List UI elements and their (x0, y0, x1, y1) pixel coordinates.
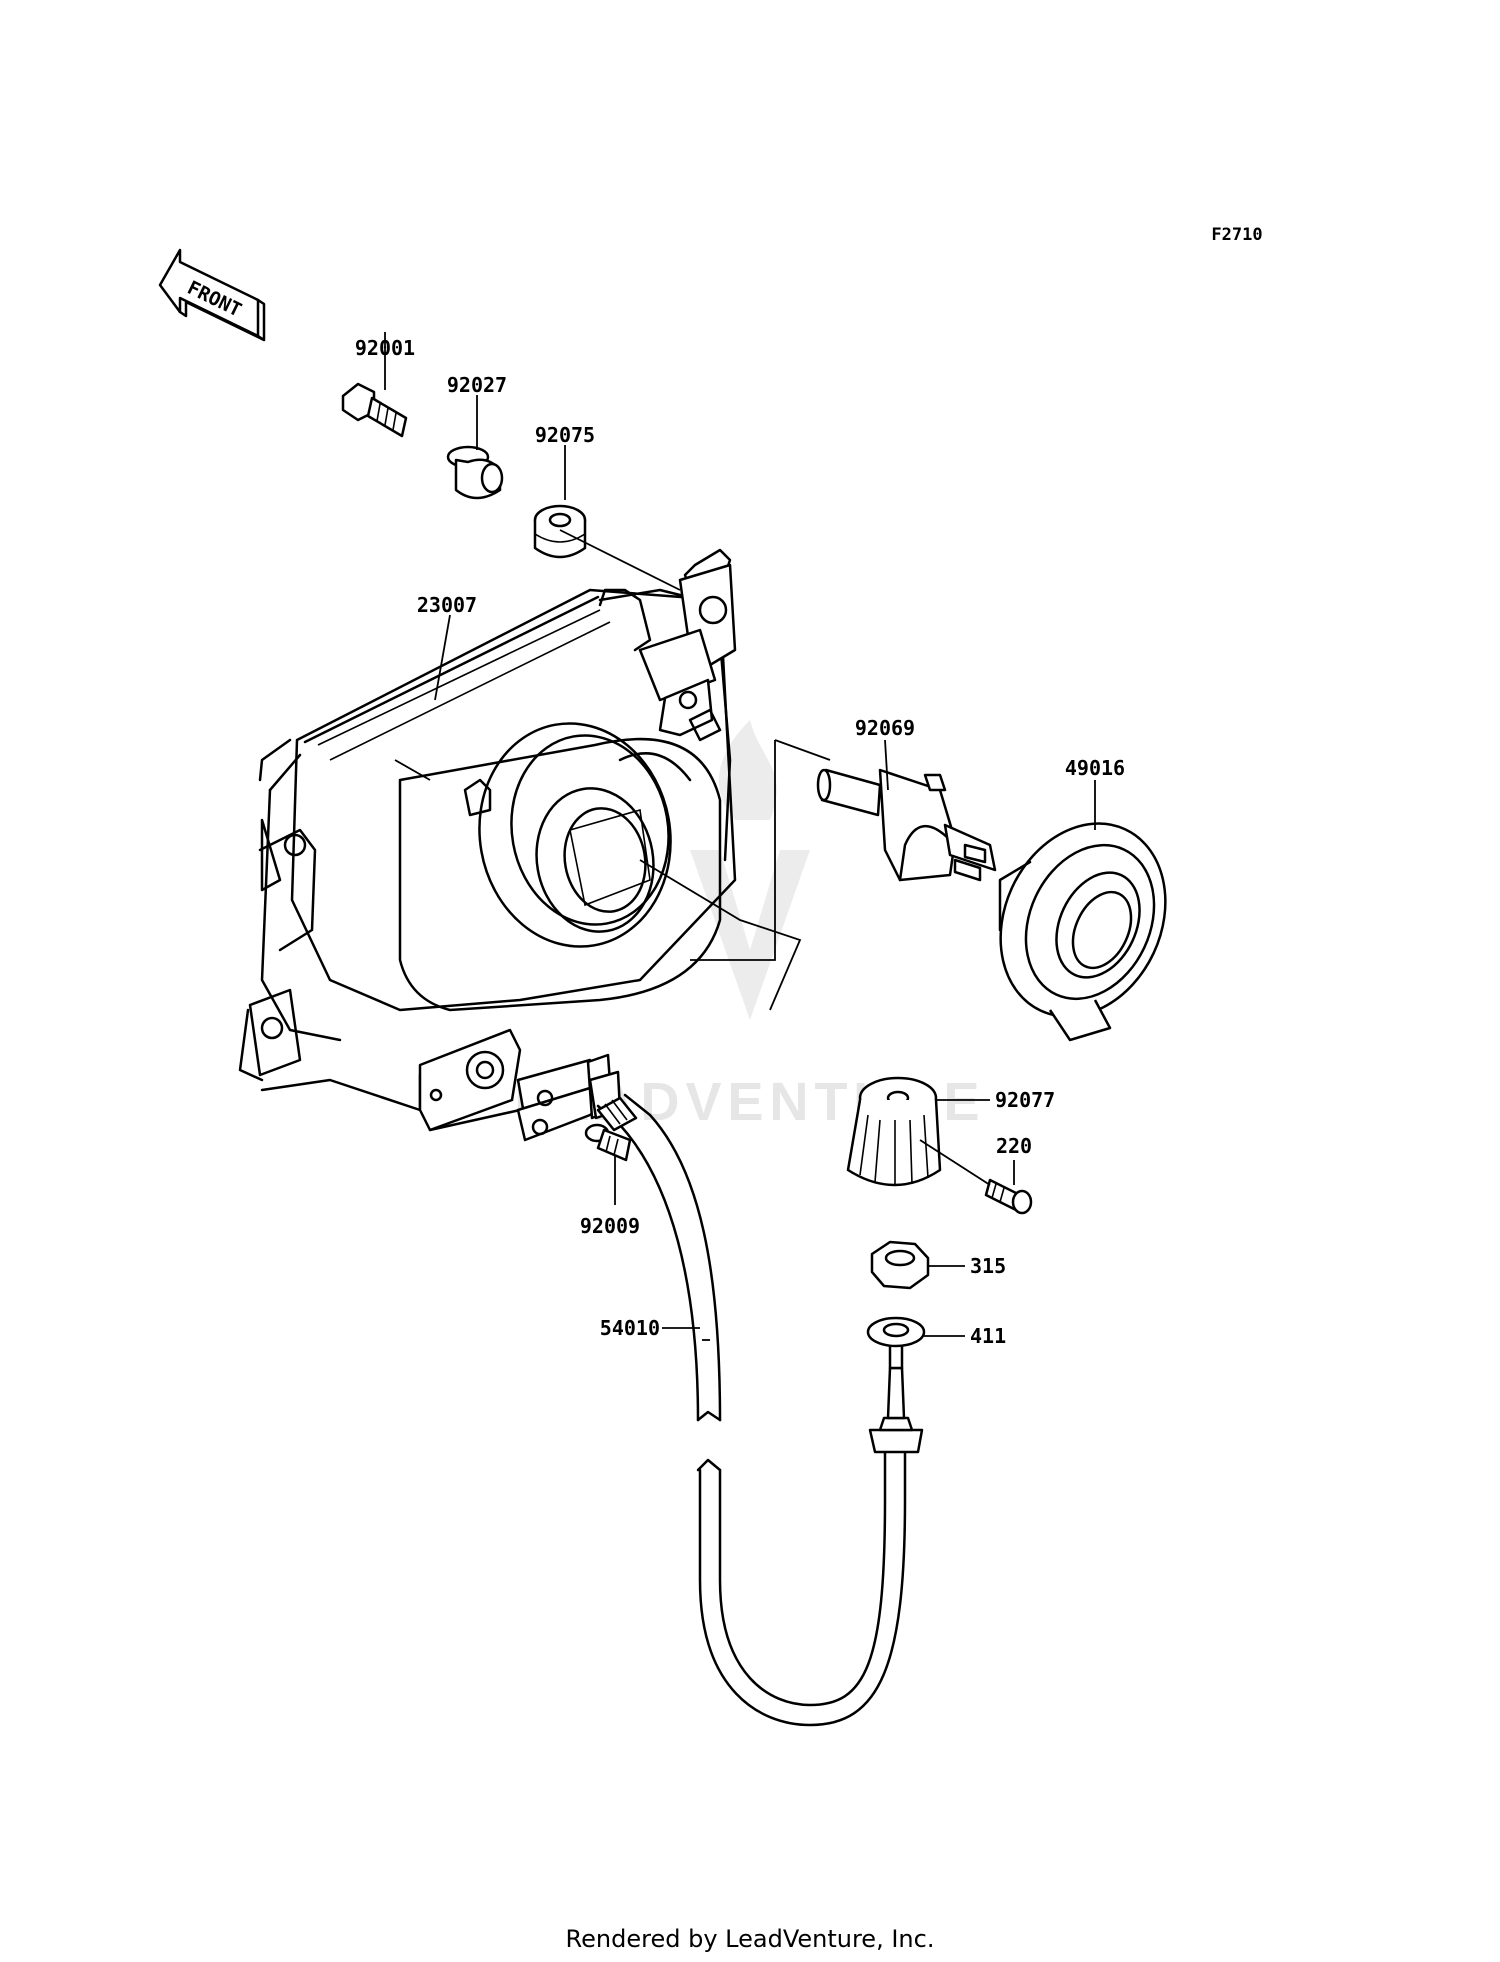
screw-92009-icon (584, 1123, 632, 1162)
leader-92069-bulb (774, 739, 831, 761)
leader-92069 (884, 739, 889, 791)
nut-315-icon (870, 1240, 930, 1290)
dust-cover-49016-icon (998, 822, 1167, 1042)
footer-credit: Rendered by LeadVenture, Inc. (565, 1925, 935, 1953)
part-label-23007: 23007 (417, 593, 477, 617)
cable-clamp-icon (516, 1053, 622, 1142)
leader-23007 (434, 614, 451, 701)
leader-92069-path (690, 740, 776, 961)
cable-54010-icon (596, 1093, 924, 1727)
bolt-92001-icon (341, 382, 408, 438)
collar-92027-icon (446, 445, 504, 500)
part-label-315: 315 (970, 1254, 1006, 1278)
part-label-92001: 92001 (355, 336, 415, 360)
screw-220-icon (984, 1178, 1033, 1215)
cap-92077-icon (846, 1076, 942, 1187)
leader-220 (919, 1139, 991, 1186)
front-arrow-icon: FRONT (158, 248, 266, 342)
part-label-49016: 49016 (1065, 756, 1125, 780)
grommet-92075-icon (533, 504, 587, 559)
diagram-code: F2710 (1211, 225, 1262, 245)
headlight-housing-23007-icon (238, 548, 737, 1132)
part-label-220: 220 (996, 1134, 1032, 1158)
part-label-92077: 92077 (995, 1088, 1055, 1112)
leader-92075 (559, 529, 681, 591)
part-label-92027: 92027 (447, 373, 507, 397)
leader-bulb-socket (639, 859, 802, 1011)
part-label-92069: 92069 (855, 716, 915, 740)
bulb-92069-icon (816, 768, 997, 882)
part-label-411: 411 (970, 1324, 1006, 1348)
part-label-54010: 54010 (600, 1316, 660, 1340)
leader-23007-body (394, 759, 431, 781)
washer-411-icon (866, 1316, 926, 1348)
part-label-92075: 92075 (535, 423, 595, 447)
part-label-92009: 92009 (580, 1214, 640, 1238)
